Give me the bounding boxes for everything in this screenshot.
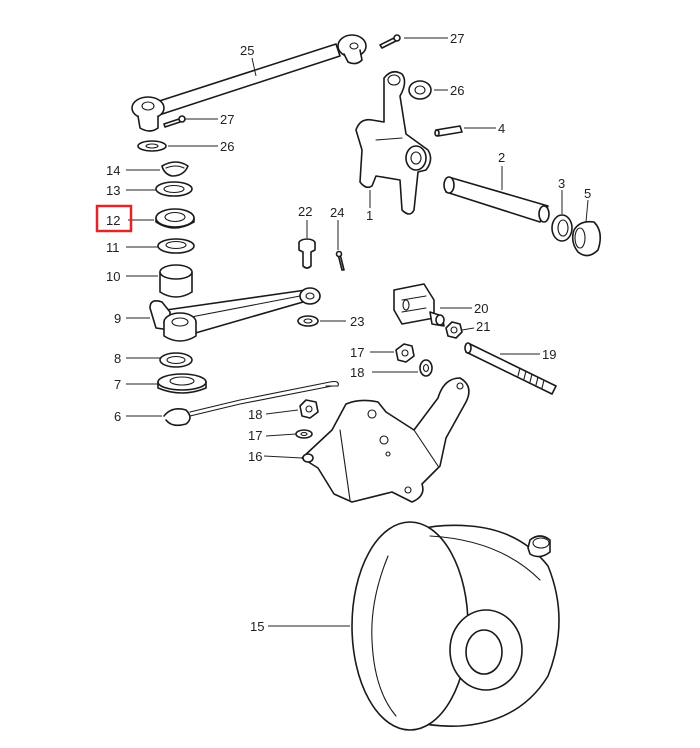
callout-22: 22 bbox=[298, 204, 312, 219]
callout-11: 11 bbox=[106, 240, 120, 255]
callout-6: 6 bbox=[114, 409, 121, 424]
part-18-washer-upper bbox=[419, 359, 433, 377]
callout-18-lower: 18 bbox=[248, 407, 262, 422]
part-18-nut-lower bbox=[299, 399, 319, 419]
callout-21: 21 bbox=[476, 319, 490, 334]
part-9-lever bbox=[149, 287, 321, 342]
part-5-cap bbox=[571, 220, 602, 257]
callout-18-upper: 18 bbox=[350, 365, 364, 380]
callout-14: 14 bbox=[106, 163, 120, 178]
part-3-ring bbox=[551, 214, 573, 242]
callout-3: 3 bbox=[558, 176, 565, 191]
callout-2: 2 bbox=[498, 150, 505, 165]
callout-27-top: 27 bbox=[450, 31, 464, 46]
part-1-bellcrank bbox=[355, 70, 432, 215]
callout-25: 25 bbox=[240, 43, 254, 58]
part-20-clevis bbox=[393, 283, 445, 327]
callout-15: 15 bbox=[250, 619, 264, 634]
part-8-washer bbox=[159, 352, 193, 368]
part-24-cotter-pin bbox=[335, 250, 345, 271]
callout-26-top: 26 bbox=[450, 83, 464, 98]
callout-23: 23 bbox=[350, 314, 364, 329]
part-6-return-spring bbox=[163, 380, 339, 427]
callout-9: 9 bbox=[114, 311, 121, 326]
callout-24: 24 bbox=[330, 205, 344, 220]
part-11-washer bbox=[157, 238, 195, 254]
part-13-washer bbox=[155, 181, 193, 197]
part-22-clevis-pin bbox=[298, 238, 316, 269]
callout-8: 8 bbox=[114, 351, 121, 366]
callout-5: 5 bbox=[584, 186, 591, 201]
part-27-pin-left bbox=[163, 115, 186, 128]
part-12-bushing bbox=[155, 208, 195, 229]
part-25-shift-rod bbox=[131, 34, 367, 132]
callout-12: 12 bbox=[106, 213, 120, 228]
part-19-threaded-rod bbox=[464, 342, 557, 395]
part-27-pin-top bbox=[379, 34, 401, 49]
callout-26-left: 26 bbox=[220, 139, 234, 154]
part-26-washer-top bbox=[408, 80, 432, 100]
part-26-washer-left bbox=[137, 140, 167, 152]
part-17-nut-upper bbox=[395, 343, 415, 363]
part-2-shaft bbox=[443, 176, 550, 223]
callout-27-left: 27 bbox=[220, 112, 234, 127]
callout-17-upper: 17 bbox=[350, 345, 364, 360]
callout-20: 20 bbox=[474, 301, 488, 316]
leader-lines bbox=[126, 37, 589, 627]
callout-1: 1 bbox=[366, 208, 373, 223]
callout-17-lower: 17 bbox=[248, 428, 262, 443]
callout-4: 4 bbox=[498, 121, 505, 136]
part-4-pin bbox=[434, 125, 463, 137]
callout-19: 19 bbox=[542, 347, 556, 362]
callout-13: 13 bbox=[106, 183, 120, 198]
part-14-circlip bbox=[161, 161, 189, 177]
callout-10: 10 bbox=[106, 269, 120, 284]
part-23-washer bbox=[297, 315, 319, 327]
callout-7: 7 bbox=[114, 377, 121, 392]
part-21-nut bbox=[445, 321, 463, 339]
highlight-box-part-12 bbox=[95, 204, 133, 233]
callout-labels: 27 25 26 27 4 26 2 3 5 1 14 13 12 11 10 … bbox=[106, 31, 591, 634]
part-7-seal bbox=[157, 373, 207, 394]
part-16-mounting-bracket bbox=[301, 377, 470, 503]
part-17-washer-lower bbox=[295, 429, 313, 439]
part-10-sleeve bbox=[159, 264, 193, 298]
callout-16: 16 bbox=[248, 449, 262, 464]
part-15-vacuum-unit bbox=[351, 521, 560, 731]
